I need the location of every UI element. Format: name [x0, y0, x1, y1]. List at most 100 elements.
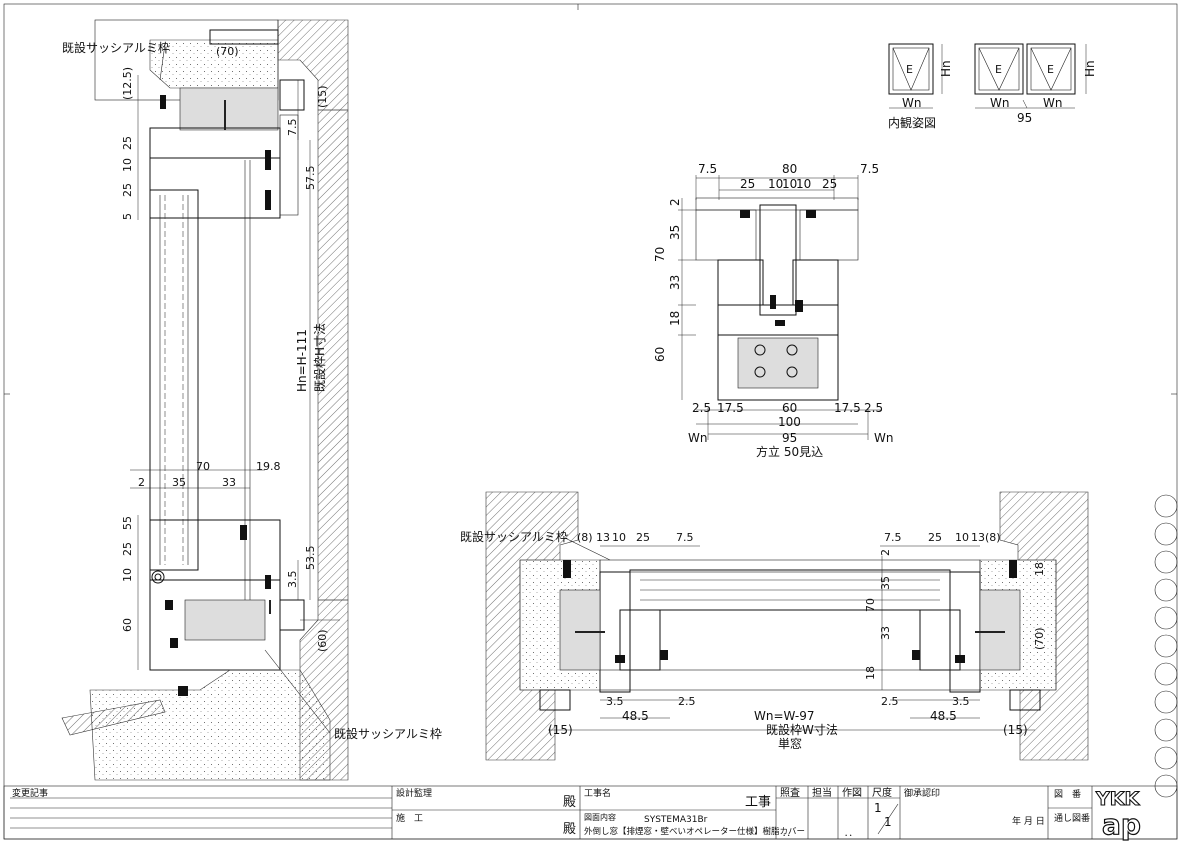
- mullion-dim-10-c: 10: [796, 177, 811, 191]
- plan-dim-8-r: (8): [985, 531, 1001, 544]
- height-existing-frame: 既設枠H寸法: [312, 323, 327, 392]
- margin-circles: [1154, 494, 1178, 798]
- plan-dim-2-5-l: 2.5: [678, 695, 696, 708]
- plan-dim-25-l: 25: [636, 531, 650, 544]
- plan-dim-10-l: 10: [612, 531, 626, 544]
- mullion-dim-60-b: 60: [782, 401, 797, 415]
- plan-dim-3-5-r: 3.5: [952, 695, 970, 708]
- dim-60: 60: [121, 618, 134, 632]
- legend-e-1: E: [906, 63, 913, 76]
- mullion-dim-100: 100: [778, 415, 801, 429]
- elevation-legend: [888, 43, 1087, 109]
- plan-side-70: (70): [1033, 627, 1046, 650]
- mullion-dim-25-r: 25: [822, 177, 837, 191]
- plan-dim-3-5-l: 3.5: [606, 695, 624, 708]
- drawn-dots: ．．: [844, 829, 858, 839]
- mullion-dim-10-a: 10: [768, 177, 783, 191]
- charge-label: 担当: [812, 786, 832, 799]
- plan-dim-7-5-r: 7.5: [884, 531, 902, 544]
- mullion-dim-18: 18: [668, 311, 682, 326]
- dim-10-a: 10: [121, 158, 134, 172]
- dim-3-5: 3.5: [286, 571, 299, 589]
- vertical-mid-dims: 70 19.8 2 35 33: [138, 460, 281, 489]
- mullion-dim-2-5-l: 2.5: [692, 401, 711, 415]
- mullion-dim-7-5-l: 7.5: [698, 162, 717, 176]
- mullion-dim-60: 60: [653, 347, 667, 362]
- vertical-left-dims: (12.5) 25 10 25 5 55 25 10 60: [121, 67, 134, 632]
- logo-ykk: YKK: [1095, 788, 1140, 810]
- plan-dim-7-5-l: 7.5: [676, 531, 694, 544]
- dim-70-top: (70): [216, 45, 239, 58]
- plan-dim-10-r: 10: [955, 531, 969, 544]
- drawn-label: 作図: [842, 787, 862, 799]
- title-block: [3, 785, 1178, 840]
- legend-e-2: E: [995, 63, 1002, 76]
- dim-25-a: 25: [121, 136, 134, 150]
- vertical-section-drawing: [61, 19, 349, 781]
- plan-caption: 単窓: [778, 736, 802, 751]
- scale-numerator: 1: [874, 801, 882, 815]
- scale-denominator: 1: [884, 815, 892, 829]
- dim-19-8: 19.8: [256, 460, 281, 473]
- series-name: SYSTEMA31Br: [644, 815, 708, 825]
- dim-55: 55: [121, 516, 134, 530]
- plan-frame-label: 既設サッシアルミ枠: [460, 529, 568, 544]
- mullion-wn-right: Wn: [874, 431, 893, 445]
- dim-25-b: 25: [121, 183, 134, 197]
- plan-dim-8-l: (8): [577, 531, 593, 544]
- revision-label: 変更記事: [12, 787, 48, 799]
- builder-label: 施 工: [396, 812, 423, 824]
- dim-60-r: (60): [316, 629, 329, 652]
- honorific-1: 殿: [563, 795, 576, 810]
- approval-label: 御承認印: [904, 787, 940, 799]
- mullion-dim-10-b: 10: [782, 177, 797, 191]
- dim-12-5: (12.5): [121, 67, 134, 100]
- dim-53-5: 53.5: [304, 546, 317, 571]
- logo-ap: ap: [1102, 808, 1141, 841]
- plan-width-existing: 既設枠W寸法: [766, 722, 838, 737]
- dim-2-mid: 2: [138, 476, 145, 489]
- dim-70-mid: 70: [196, 460, 210, 473]
- plan-section-drawing: [485, 491, 1089, 761]
- vertical-right-dims: (15) 7.5 57.5 53.5 3.5 (60): [286, 85, 329, 652]
- vertical-label-top: 既設サッシアルミ枠: [62, 40, 170, 55]
- plan-dim-48-5-r: 48.5: [930, 709, 957, 723]
- honorific-2: 殿: [563, 822, 576, 837]
- mullion-dim-17-5-l: 17.5: [717, 401, 744, 415]
- plan-dim-48-5-l: 48.5: [622, 709, 649, 723]
- plan-labels: 既設サッシアルミ枠 (8) 13 10 25 7.5 7.5 25 10 13 …: [460, 529, 1046, 751]
- dim-57-5: 57.5: [304, 166, 317, 191]
- mullion-dim-95: 95: [782, 431, 797, 445]
- plan-dim-2: 2: [879, 549, 892, 556]
- serial-no-label: 通し図番: [1054, 812, 1090, 824]
- supervision-label: 設計監理: [396, 787, 432, 799]
- plan-dim-70: 70: [864, 598, 877, 612]
- mullion-caption: 方立 50見込: [756, 444, 823, 459]
- mullion-dim-70: 70: [653, 247, 667, 262]
- project-suffix: 工事: [745, 795, 771, 810]
- mullion-dim-17-5-r: 17.5: [834, 401, 861, 415]
- legend-labels: E E E Hn Hn Wn Wn Wn 内観姿図 95: [888, 60, 1097, 130]
- drawing-no-label: 図 番: [1054, 788, 1081, 800]
- mullion-dim-80: 80: [782, 162, 797, 176]
- scale-label: 尺度: [872, 786, 892, 799]
- legend-wn-1: Wn: [902, 96, 921, 110]
- legend-caption: 内観姿図: [888, 116, 936, 130]
- plan-dim-2-5-r: 2.5: [881, 695, 899, 708]
- plan-dim-15-r: (15): [1003, 723, 1028, 737]
- title-block-text: 変更記事 設計監理 施 工 殿 殿 工事名 工事 図面内容 SYSTEMA31B…: [12, 786, 1090, 839]
- mullion-dim-35: 35: [668, 225, 682, 240]
- dim-7-5: 7.5: [286, 119, 299, 137]
- legend-e-3: E: [1047, 63, 1054, 76]
- check-label: 照査: [780, 786, 800, 799]
- plan-width-formula: Wn=W-97: [754, 709, 815, 723]
- plan-dim-13-r: 13: [971, 531, 985, 544]
- dim-5: 5: [121, 213, 134, 220]
- mullion-dim-33: 33: [668, 275, 682, 290]
- drawing-description: 外倒し窓【排煙窓・壁べいオペレーター仕様】樹脂カバー: [584, 826, 805, 837]
- dim-33-mid: 33: [222, 476, 236, 489]
- legend-hn-2: Hn: [1083, 60, 1097, 77]
- height-formula: Hn=H-111: [295, 329, 309, 392]
- plan-dim-25-r: 25: [928, 531, 942, 544]
- mullion-dim-7-5-r: 7.5: [860, 162, 879, 176]
